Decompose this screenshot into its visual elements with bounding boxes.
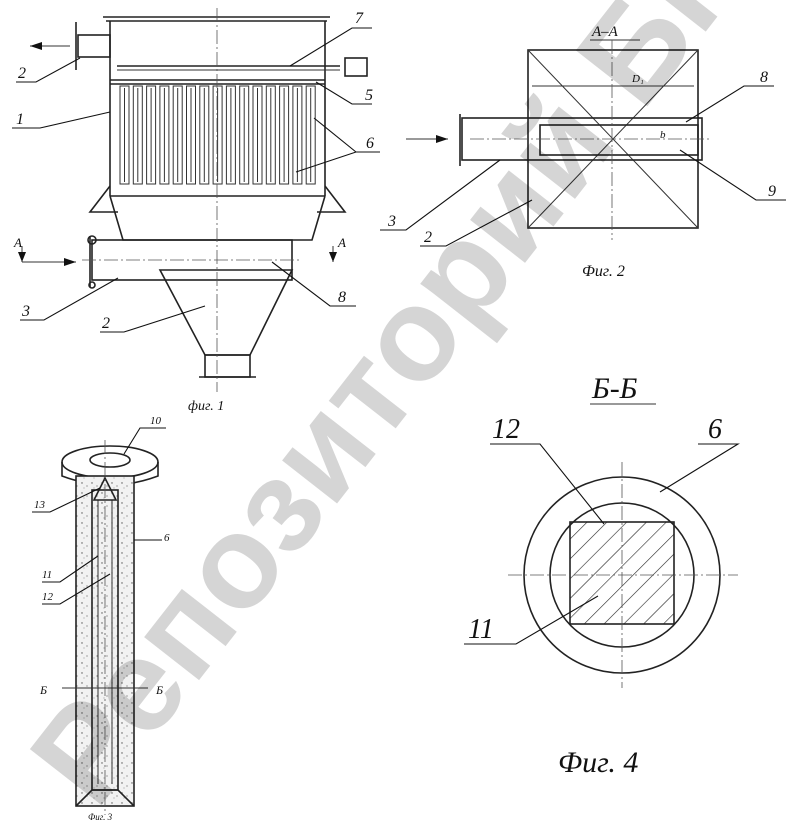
fig1-flange-bolt-top [87, 235, 97, 245]
fig2-leader-8 [685, 85, 774, 123]
fig4-leader-11 [464, 595, 599, 645]
figure-4-section-b-b: Б-Б 12 6 11 Фиг. 4 [464, 372, 740, 779]
fig1-filter-tube [132, 85, 143, 185]
fig2-label-2: 2 [424, 229, 432, 246]
fig1-filter-tube [225, 85, 236, 185]
fig1-filter-tube [292, 85, 303, 185]
fig3-section-mark-left: Б [39, 683, 47, 697]
fig3-cone-tip [92, 476, 118, 501]
fig1-label-3: 3 [21, 303, 30, 320]
figure-2-section-a-a: А–А D₁ b 8 9 3 2 Фиг. 2 [380, 24, 786, 280]
fig1-inlet-arrowhead [64, 258, 76, 266]
fig1-outlet-nozzle [77, 34, 111, 58]
fig1-filter-tube [199, 85, 210, 185]
fig1-filter-tube [146, 85, 157, 185]
fig1-flange-bolt-bottom [88, 281, 96, 289]
fig2-leader-9 [679, 149, 786, 201]
fig1-section-mark-arrow-left [18, 252, 26, 262]
fig4-label-6: 6 [708, 414, 722, 445]
figure-1-filter-assembly: А А 2 1 7 5 6 3 2 8 фиг. 1 [12, 8, 380, 414]
fig3-section-mark-right: Б [155, 683, 163, 697]
fig3-leader-12 [42, 573, 111, 605]
fig1-label-1: 1 [16, 111, 24, 128]
fig3-label-6: 6 [164, 532, 170, 544]
fig3-top-collar [61, 445, 159, 479]
fig3-label-10: 10 [150, 415, 162, 427]
fig1-filter-tube [159, 85, 170, 185]
fig2-dim-b: b [660, 129, 666, 141]
fig1-upper-hopper [109, 195, 326, 241]
fig1-leader-8 [271, 261, 356, 307]
fig3-label-12: 12 [42, 591, 54, 603]
fig4-label-12: 12 [492, 414, 520, 445]
fig3-leader-13 [32, 487, 101, 513]
fig2-title: А–А [591, 24, 619, 40]
fig1-label-8: 8 [338, 289, 346, 306]
fig1-leader-7 [289, 27, 372, 67]
fig1-label-4: 2 [18, 65, 26, 82]
fig4-leader-12 [490, 443, 605, 525]
fig1-filter-tube [265, 85, 276, 185]
fig1-leader-4 [16, 57, 81, 83]
fig4-label-11: 11 [468, 614, 494, 645]
fig1-filter-tube [172, 85, 183, 185]
fig1-leader-3 [20, 277, 119, 321]
fig1-discharge-spout [204, 354, 251, 378]
fig1-section-mark-right: А [337, 235, 346, 250]
fig1-filter-tube [279, 85, 290, 185]
fig4-leader-6 [659, 443, 740, 493]
fig1-outlet-arrowhead [30, 42, 42, 50]
fig1-lower-hopper [158, 269, 294, 356]
fig1-label-5: 5 [365, 87, 373, 104]
fig2-label-8: 8 [760, 69, 768, 86]
fig1-label-6: 6 [366, 135, 374, 152]
fig2-inlet-arrowhead [436, 135, 448, 143]
fig2-caption: Фиг. 2 [582, 263, 625, 280]
fig1-filter-tube [186, 85, 196, 185]
fig2-label-3: 3 [387, 213, 396, 230]
fig1-filter-tube [212, 85, 223, 185]
fig4-caption: Фиг. 4 [558, 746, 638, 779]
fig1-filter-tube [305, 85, 316, 185]
fig1-drive-unit [344, 57, 368, 77]
fig2-dim-d1: D₁ [631, 73, 644, 85]
fig3-leader-10 [123, 427, 166, 455]
fig1-filter-tube [239, 85, 250, 185]
fig2-inner-slot [539, 124, 699, 156]
fig1-filter-tube-bank [119, 85, 316, 185]
fig1-leader-2 [100, 305, 206, 333]
fig3-label-13: 13 [34, 499, 46, 511]
fig3-collar-bore [89, 452, 131, 468]
fig1-leader-6 [295, 117, 380, 173]
fig3-bottom-cap [75, 789, 135, 807]
fig1-label-2: 2 [102, 315, 110, 332]
fig3-caption: Фиг. 3 [88, 812, 113, 822]
fig2-label-9: 9 [768, 183, 776, 200]
fig3-label-11: 11 [42, 569, 52, 581]
fig2-leader-3 [380, 159, 501, 231]
fig1-support-right [317, 185, 347, 213]
fig1-section-mark-arrow-right [329, 252, 337, 262]
fig1-filter-tube [119, 85, 130, 185]
fig4-title: Б-Б [591, 372, 638, 405]
fig2-leader-2 [420, 199, 533, 247]
fig1-support-left [88, 185, 118, 213]
fig1-caption: фиг. 1 [188, 399, 224, 414]
fig3-leader-11 [42, 555, 99, 583]
fig1-leader-5 [315, 81, 372, 105]
fig1-leader-1 [12, 111, 111, 129]
figure-3-filter-element: Б Б 10 13 6 11 12 Фиг. 3 [32, 415, 170, 822]
fig1-label-7: 7 [355, 10, 364, 27]
fig1-section-mark-left: А [13, 235, 22, 250]
fig1-filter-tube [252, 85, 263, 185]
